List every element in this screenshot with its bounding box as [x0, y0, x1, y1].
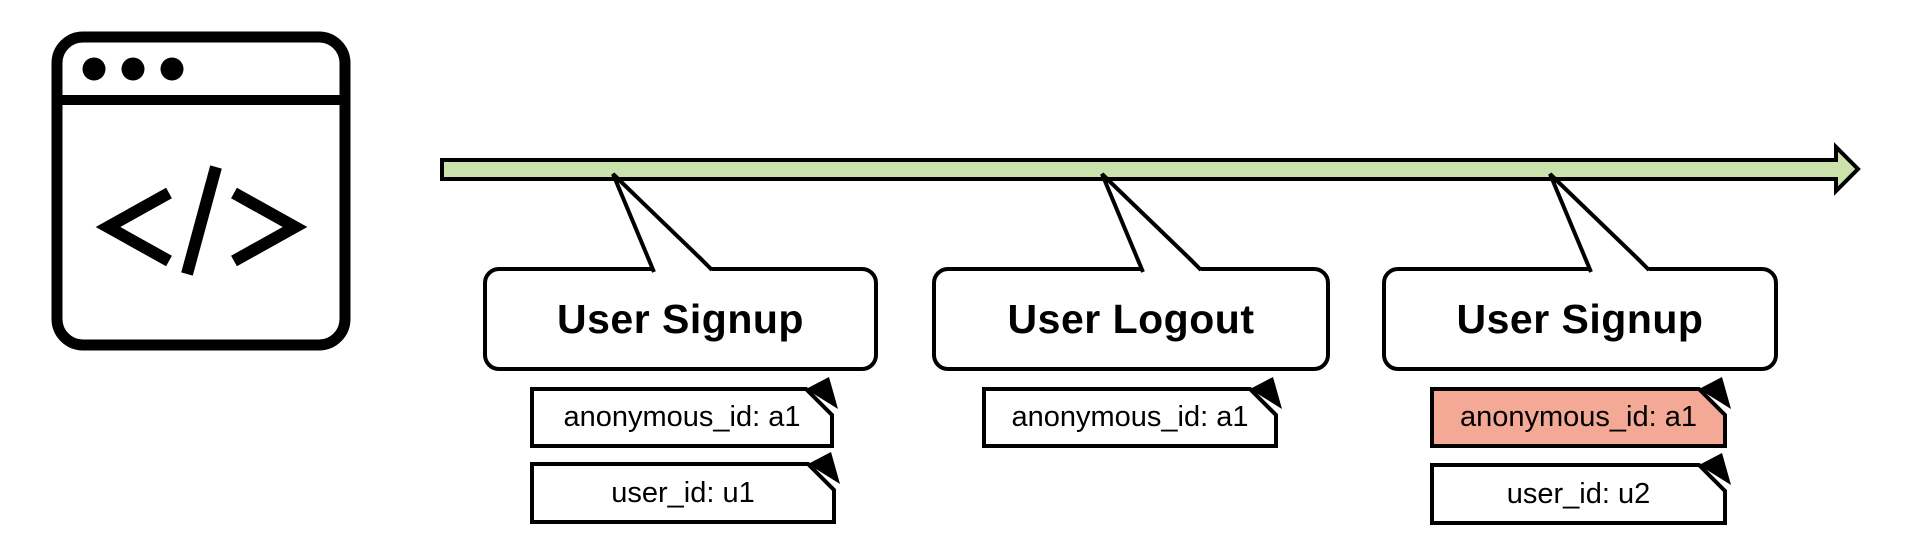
- titlebar-dot-icon: [82, 57, 106, 81]
- callout-pointer-fill: [613, 174, 713, 272]
- tag-label-anonymous-id-highlighted: anonymous_id: a1: [1460, 401, 1697, 433]
- titlebar-dot-icon: [121, 57, 145, 81]
- event-title: User Signup: [1456, 295, 1704, 342]
- browser-code-window-icon: [51, 31, 351, 351]
- browser-window-frame: [51, 31, 351, 351]
- callout-pointer: [611, 172, 714, 273]
- tag-label-user-id: user_id: u2: [1506, 477, 1651, 510]
- callout-pointer: [1548, 172, 1651, 273]
- event-callout-user-signup-2: User Signup: [1382, 267, 1778, 371]
- titlebar-dot-icon: [160, 57, 184, 81]
- event-title: User Signup: [557, 295, 804, 342]
- event-title: User Logout: [1007, 295, 1255, 342]
- event-callout-user-signup-1: User Signup: [483, 267, 878, 371]
- tag-label-anonymous-id: anonymous_id: a1: [563, 401, 801, 433]
- event-callout-user-logout: User Logout: [932, 267, 1330, 371]
- callout-pointer-fill: [1550, 174, 1650, 272]
- callout-pointer: [1100, 172, 1203, 273]
- tag-label-anonymous-id: anonymous_id: a1: [1011, 401, 1249, 433]
- code-glyph-icon: [95, 165, 308, 276]
- callout-pointer-fill: [1102, 174, 1202, 272]
- timeline-arrow: [440, 142, 1861, 196]
- tag-label-user-id: user_id: u1: [611, 476, 755, 509]
